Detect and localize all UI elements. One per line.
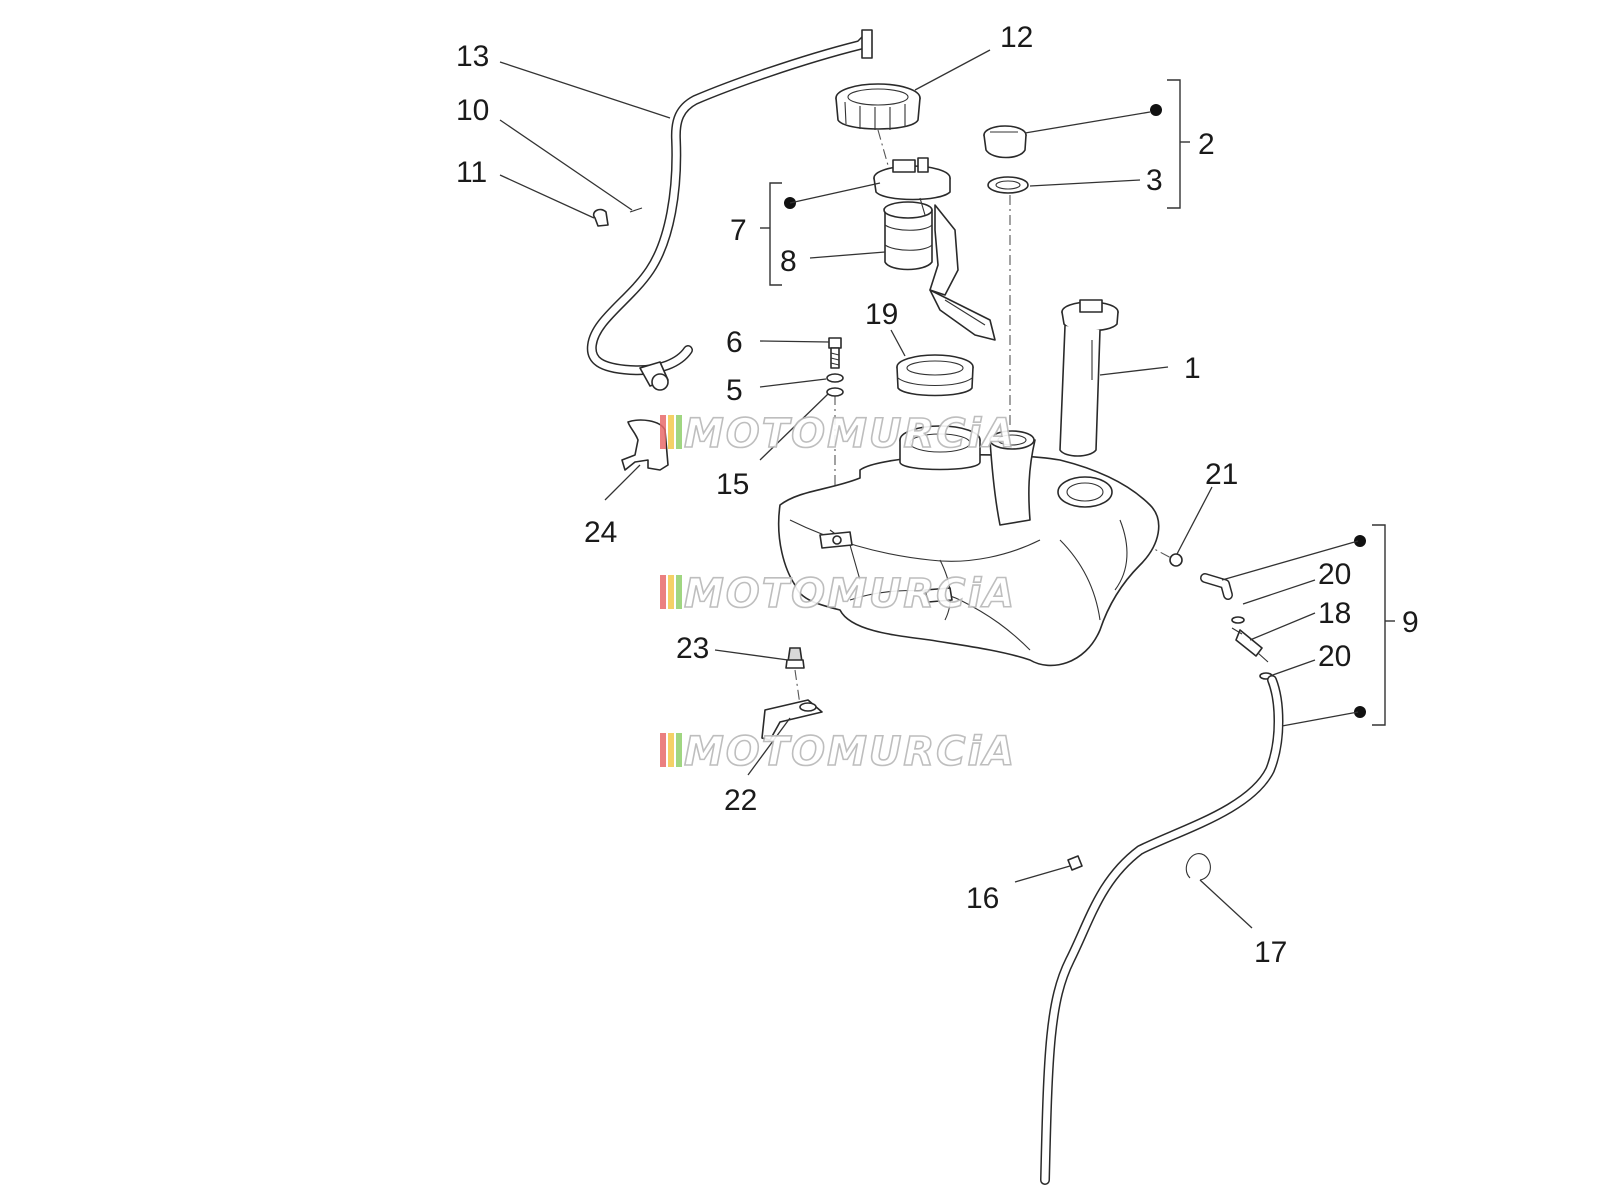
watermark-text: MOTOMURCiA (684, 411, 1016, 457)
callout-20-bottom: 20 (1318, 640, 1351, 673)
vent-hose-assembly (1040, 553, 1284, 1185)
pump-seal (896, 354, 974, 397)
callout-12: 12 (1000, 21, 1033, 54)
callout-6: 6 (726, 326, 743, 359)
callout-10: 10 (456, 94, 489, 127)
callout-20-top: 20 (1318, 558, 1351, 591)
leader-lines (499, 49, 1359, 929)
callout-2: 2 (1198, 128, 1215, 161)
callout-7: 7 (730, 214, 747, 247)
callout-13: 13 (456, 40, 489, 73)
group-marker-dot (1150, 104, 1162, 116)
watermark-stripes (660, 415, 682, 449)
group-brackets (760, 79, 1395, 726)
callout-18: 18 (1318, 597, 1351, 630)
watermark-bottom: MOTOMURCiA (660, 728, 1016, 776)
watermark-stripes (660, 733, 682, 767)
callout-24: 24 (584, 516, 617, 549)
fuel-cap (983, 125, 1029, 194)
callout-17: 17 (1254, 936, 1287, 969)
watermark-stripes (660, 575, 682, 609)
ring-nut (835, 83, 921, 130)
screw-and-washers (826, 337, 844, 397)
watermark-top: MOTOMURCiA (660, 410, 1016, 458)
callout-16: 16 (966, 882, 999, 915)
callout-22: 22 (724, 784, 757, 817)
breather-hose (586, 29, 873, 391)
callout-8: 8 (780, 245, 797, 278)
callout-5: 5 (726, 374, 743, 407)
callout-21: 21 (1205, 458, 1238, 491)
callout-1: 1 (1184, 352, 1201, 385)
bracket-24 (621, 419, 669, 471)
clips-10-11 (592, 207, 643, 227)
callout-3: 3 (1146, 164, 1163, 197)
callout-23: 23 (676, 632, 709, 665)
group-marker-dot (1354, 706, 1366, 718)
callout-labels: 13 10 11 12 2 3 7 8 19 6 5 1 15 21 24 20… (456, 21, 1419, 969)
watermark-middle: MOTOMURCiA (660, 570, 1016, 618)
watermark-text: MOTOMURCiA (684, 571, 1016, 617)
fuel-pump (873, 157, 996, 341)
callout-15: 15 (716, 468, 749, 501)
watermark-text: MOTOMURCiA (684, 729, 1016, 775)
bracket-22-bolt-23 (761, 647, 823, 741)
callout-19: 19 (865, 298, 898, 331)
callout-11: 11 (456, 156, 487, 189)
group-marker-dot (1354, 535, 1366, 547)
fuel-level-sender (1059, 299, 1119, 457)
callout-9: 9 (1402, 606, 1419, 639)
fuel-tank (777, 425, 1160, 667)
